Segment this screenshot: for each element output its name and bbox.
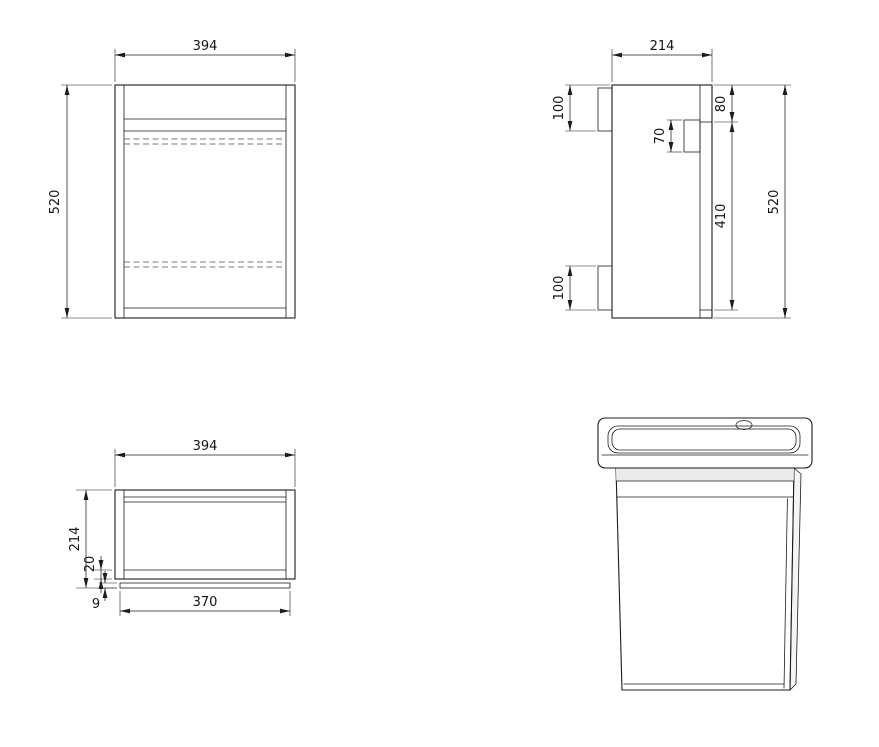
side-height-dimension-label: 520 xyxy=(767,190,782,215)
plan-depth-dimension-label: 214 xyxy=(68,527,83,552)
side-top-bracket-dimension-label: 100 xyxy=(552,96,567,121)
plan-width-dimension-label: 394 xyxy=(193,439,218,454)
front-width-dimension-label: 394 xyxy=(193,39,218,54)
front-height-dimension-label: 520 xyxy=(48,190,63,215)
plan-depth-dimension: 214 xyxy=(68,489,117,589)
side-hanger-rail-dimension-label: 70 xyxy=(653,128,668,145)
side-top-section-dimension: 80 xyxy=(714,85,738,123)
side-cabinet-outline xyxy=(611,84,713,319)
front-view: 394 520 xyxy=(48,39,296,319)
side-depth-dimension: 214 xyxy=(611,39,713,82)
plan-width-dimension: 394 xyxy=(114,439,296,487)
side-hanger-rail xyxy=(683,119,701,153)
side-depth-dimension-label: 214 xyxy=(650,39,675,54)
side-door-height-dimension: 410 xyxy=(714,122,738,311)
plan-view: 394 214 20 9 370 xyxy=(68,439,296,616)
front-width-dimension: 394 xyxy=(114,39,296,82)
faucet-hole xyxy=(735,420,753,430)
front-height-dimension: 520 xyxy=(48,84,112,319)
plan-inner-width-dimension: 370 xyxy=(119,591,291,616)
basin-bowl-inner-rim xyxy=(611,428,797,451)
side-top-section-dimension-label: 80 xyxy=(714,96,729,113)
side-bottom-bracket-dimension-label: 100 xyxy=(552,276,567,301)
side-door-height-dimension-label: 410 xyxy=(714,204,729,229)
plan-door-thickness-dimension-label: 9 xyxy=(92,597,100,612)
plan-carcass-outline xyxy=(114,489,296,580)
side-hanger-rail-dimension: 70 xyxy=(653,119,682,153)
plan-door-panel xyxy=(119,582,291,589)
basin-top-outline xyxy=(597,417,813,469)
side-bottom-wall-bracket xyxy=(597,265,613,311)
plan-front-rail-dimension: 20 xyxy=(83,556,112,593)
front-cabinet-outline xyxy=(114,84,296,319)
side-view: 214 80 410 520 70 100 xyxy=(552,39,791,319)
cabinet-front-face xyxy=(615,467,795,691)
handle-recess-shadow xyxy=(616,468,794,481)
basin-bowl-outer-rim xyxy=(607,425,801,454)
door-right-gap-line xyxy=(783,498,788,689)
plan-door-thickness-dimension: 9 xyxy=(92,571,117,612)
plan-inner-width-dimension-label: 370 xyxy=(193,595,218,610)
side-bottom-bracket-dimension: 100 xyxy=(552,265,596,311)
perspective-view xyxy=(597,417,813,691)
side-height-dimension: 520 xyxy=(714,84,791,319)
side-top-wall-bracket xyxy=(597,87,613,132)
side-top-bracket-dimension: 100 xyxy=(552,84,610,132)
plan-front-rail-dimension-label: 20 xyxy=(83,556,98,573)
